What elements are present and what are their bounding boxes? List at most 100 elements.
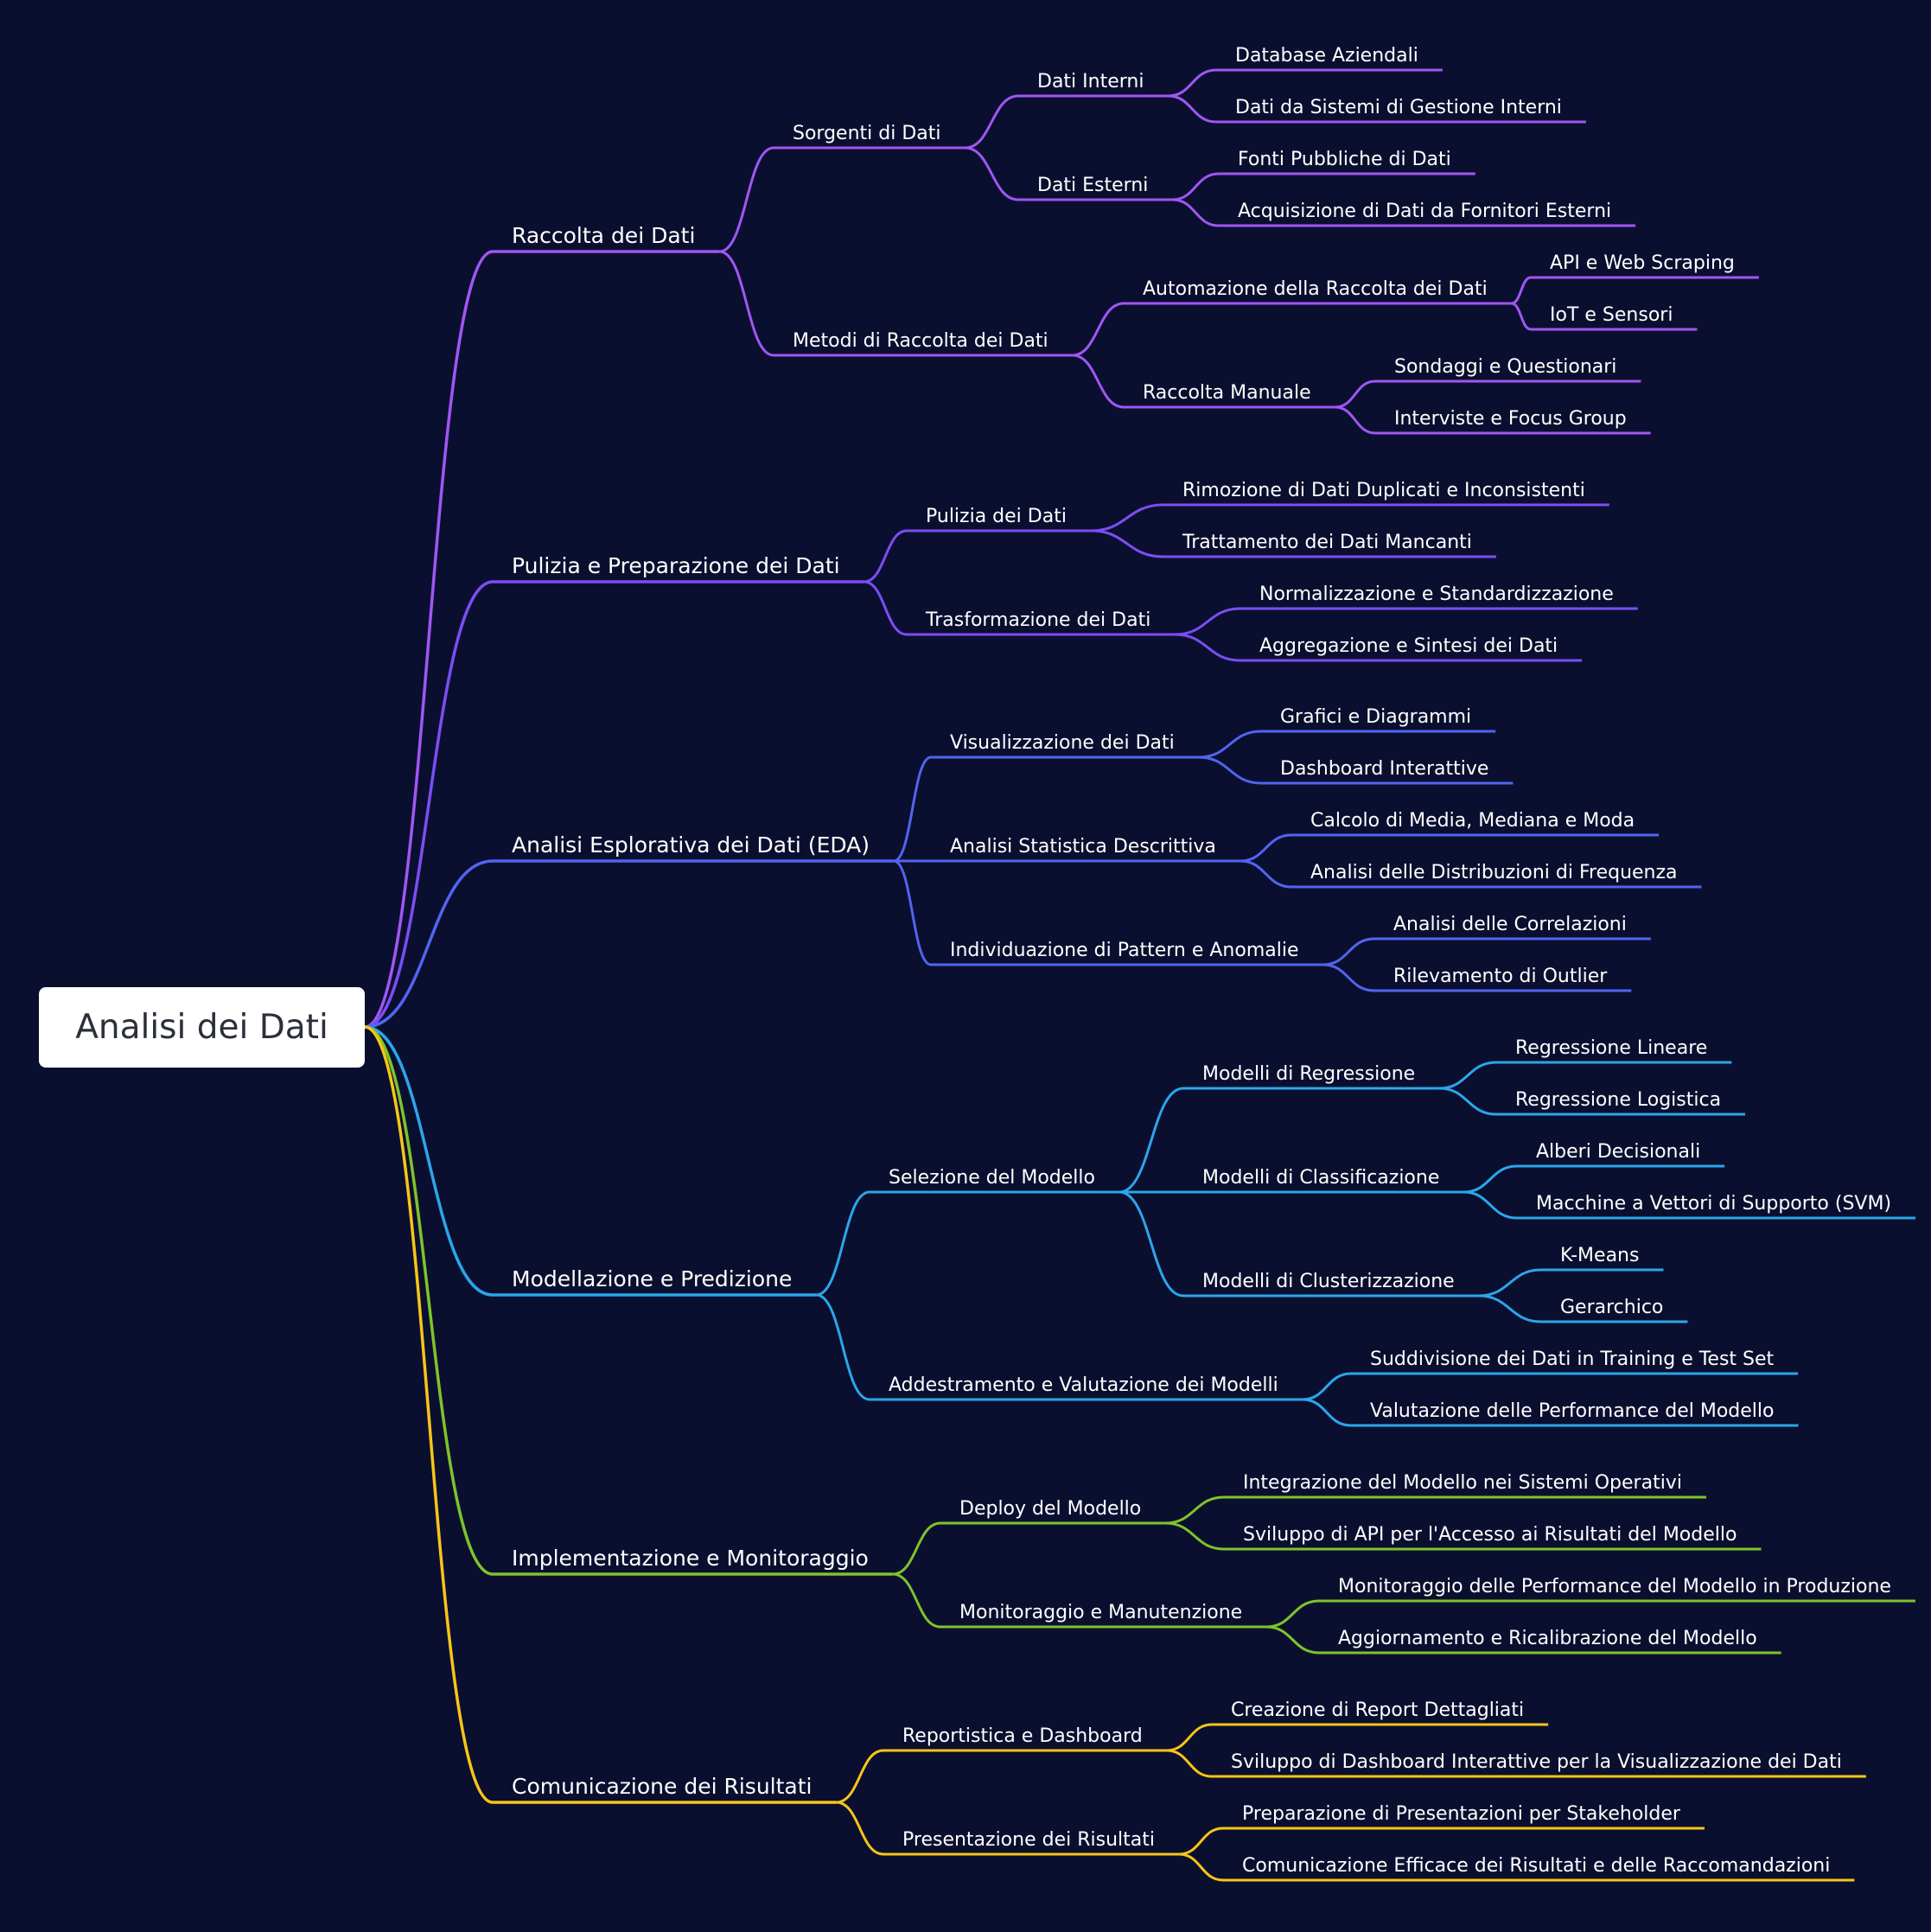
node-3-0-connector [816,1190,870,1297]
node-2-0-0-label[interactable]: Grafici e Diagrammi [1280,706,1471,728]
node-1-0-1-connector [1090,529,1164,558]
node-0-1-0-0-label[interactable]: API e Web Scraping [1550,252,1735,274]
node-3-1-0-label[interactable]: Suddivisione dei Dati in Training e Test… [1370,1349,1775,1370]
node-0-0-0-1-connector [1168,94,1217,124]
node-2-1-1-connector [1240,859,1292,889]
node-5-connector [364,1025,494,1804]
node-2-2-1-label[interactable]: Rilevamento di Outlier [1393,966,1608,987]
node-4-1-1-connector [1266,1625,1320,1655]
node-5-1-0-label[interactable]: Preparazione di Presentazioni per Stakeh… [1242,1803,1681,1825]
node-5-1-0-connector [1178,1827,1224,1856]
node-0-0-1-0-connector [1172,172,1220,201]
node-3-0-1-0-connector [1463,1164,1518,1194]
node-0-1-0-label[interactable]: Automazione della Raccolta dei Dati [1143,278,1488,300]
node-4-1-1-label[interactable]: Aggiornamento e Ricalibrazione del Model… [1338,1628,1757,1649]
node-2-2-connector [893,859,932,966]
node-1-label[interactable]: Pulizia e Preparazione dei Dati [512,553,840,578]
node-1-1-0-label[interactable]: Normalizzazione e Standardizzazione [1259,583,1614,605]
node-4-0-label[interactable]: Deploy del Modello [959,1498,1141,1520]
node-3-0-0-label[interactable]: Modelli di Regressione [1202,1063,1415,1085]
node-0-1-1-0-connector [1335,379,1376,409]
node-5-1-1-connector [1178,1852,1224,1882]
node-2-label[interactable]: Analisi Esplorativa dei Dati (EDA) [512,832,870,858]
node-2-2-0-label[interactable]: Analisi delle Correlazioni [1393,914,1627,935]
node-1-1-connector [864,580,908,636]
node-4-0-connector [892,1521,941,1576]
node-5-0-0-connector [1166,1723,1213,1752]
node-0-1-label[interactable]: Metodi di Raccolta dei Dati [793,330,1048,352]
node-2-1-label[interactable]: Analisi Statistica Descrittiva [950,836,1216,858]
node-1-1-label[interactable]: Trasformazione dei Dati [925,609,1150,631]
root-node[interactable]: Analisi dei Dati [39,987,365,1068]
node-4-1-connector [892,1572,941,1629]
node-4-1-label[interactable]: Monitoraggio e Manutenzione [959,1602,1242,1623]
node-3-0-1-label[interactable]: Modelli di Classificazione [1202,1167,1439,1189]
node-1-1-1-label[interactable]: Aggregazione e Sintesi dei Dati [1259,635,1558,657]
node-4-0-0-connector [1165,1495,1225,1525]
node-4-0-1-label[interactable]: Sviluppo di API per l'Accesso ai Risulta… [1243,1524,1737,1546]
node-0-1-1-connector [1072,354,1125,409]
node-3-0-1-0-label[interactable]: Alberi Decisionali [1536,1141,1700,1163]
node-0-1-0-1-label[interactable]: IoT e Sensori [1550,304,1673,326]
node-1-0-0-connector [1090,503,1164,532]
node-3-0-2-connector [1118,1190,1184,1298]
node-3-0-0-0-connector [1439,1061,1497,1090]
node-2-1-1-label[interactable]: Analisi delle Distribuzioni di Frequenza [1310,862,1678,883]
node-3-0-2-label[interactable]: Modelli di Clusterizzazione [1202,1271,1455,1292]
node-4-0-1-connector [1165,1521,1225,1551]
node-0-0-1-label[interactable]: Dati Esterni [1037,175,1148,196]
node-2-1-0-label[interactable]: Calcolo di Media, Mediana e Moda [1310,810,1635,832]
node-3-label[interactable]: Modellazione e Predizione [512,1266,792,1291]
node-0-1-1-0-label[interactable]: Sondaggi e Questionari [1394,356,1616,378]
node-2-0-connector [893,756,932,863]
node-0-label[interactable]: Raccolta dei Dati [512,223,695,248]
node-2-2-label[interactable]: Individuazione di Pattern e Anomalie [950,940,1299,961]
node-2-0-label[interactable]: Visualizzazione dei Dati [950,732,1175,754]
node-0-0-0-label[interactable]: Dati Interni [1037,71,1144,92]
node-4-0-0-label[interactable]: Integrazione del Modello nei Sistemi Ope… [1243,1472,1682,1494]
node-3-0-1-1-label[interactable]: Macchine a Vettori di Supporto (SVM) [1536,1193,1891,1215]
node-3-0-label[interactable]: Selezione del Modello [889,1167,1095,1189]
node-3-0-2-0-label[interactable]: K-Means [1560,1245,1639,1266]
node-2-2-0-connector [1322,937,1375,966]
node-1-0-1-label[interactable]: Trattamento dei Dati Mancanti [1182,532,1472,553]
node-3-1-label[interactable]: Addestramento e Valutazione dei Modelli [889,1374,1278,1396]
node-5-1-label[interactable]: Presentazione dei Risultati [902,1829,1155,1851]
node-3-connector [364,1025,494,1297]
node-3-0-2-1-label[interactable]: Gerarchico [1560,1297,1663,1318]
node-0-0-0-0-label[interactable]: Database Aziendali [1235,45,1418,67]
node-1-1-0-connector [1175,607,1241,636]
node-0-0-1-1-label[interactable]: Acquisizione di Dati da Fornitori Estern… [1238,201,1611,222]
node-0-0-0-0-connector [1168,68,1217,98]
node-5-label[interactable]: Comunicazione dei Risultati [512,1774,813,1799]
node-0-0-0-1-label[interactable]: Dati da Sistemi di Gestione Interni [1235,97,1562,118]
node-3-0-0-1-label[interactable]: Regressione Logistica [1515,1089,1721,1111]
node-0-0-connector [719,146,774,253]
node-3-0-2-1-connector [1478,1294,1542,1323]
node-0-0-label[interactable]: Sorgenti di Dati [793,123,941,144]
node-5-1-1-label[interactable]: Comunicazione Efficace dei Risultati e d… [1242,1855,1830,1877]
node-0-1-1-1-label[interactable]: Interviste e Focus Group [1394,408,1627,430]
node-5-1-connector [836,1801,884,1856]
node-1-0-connector [864,529,908,583]
node-1-1-1-connector [1175,633,1241,662]
node-4-label[interactable]: Implementazione e Monitoraggio [512,1546,869,1571]
node-3-0-2-0-connector [1478,1268,1542,1298]
node-2-0-1-label[interactable]: Dashboard Interattive [1280,758,1488,780]
node-3-1-0-connector [1302,1372,1352,1401]
node-4-1-0-label[interactable]: Monitoraggio delle Performance del Model… [1338,1576,1891,1597]
node-0-1-1-label[interactable]: Raccolta Manuale [1143,382,1311,404]
node-2-2-1-connector [1322,963,1375,992]
node-3-1-1-label[interactable]: Valutazione delle Performance del Modell… [1370,1400,1774,1422]
node-5-0-1-label[interactable]: Sviluppo di Dashboard Interattive per la… [1231,1751,1842,1773]
node-1-0-0-label[interactable]: Rimozione di Dati Duplicati e Inconsiste… [1182,480,1585,501]
node-5-0-label[interactable]: Reportistica e Dashboard [902,1725,1143,1747]
node-3-0-0-0-label[interactable]: Regressione Lineare [1515,1037,1707,1059]
node-0-0-1-0-label[interactable]: Fonti Pubbliche di Dati [1238,149,1451,170]
node-5-0-0-label[interactable]: Creazione di Report Dettagliati [1231,1699,1524,1721]
node-3-0-0-1-connector [1439,1087,1497,1116]
node-0-0-1-1-connector [1172,198,1220,227]
node-1-0-label[interactable]: Pulizia dei Dati [926,506,1067,527]
